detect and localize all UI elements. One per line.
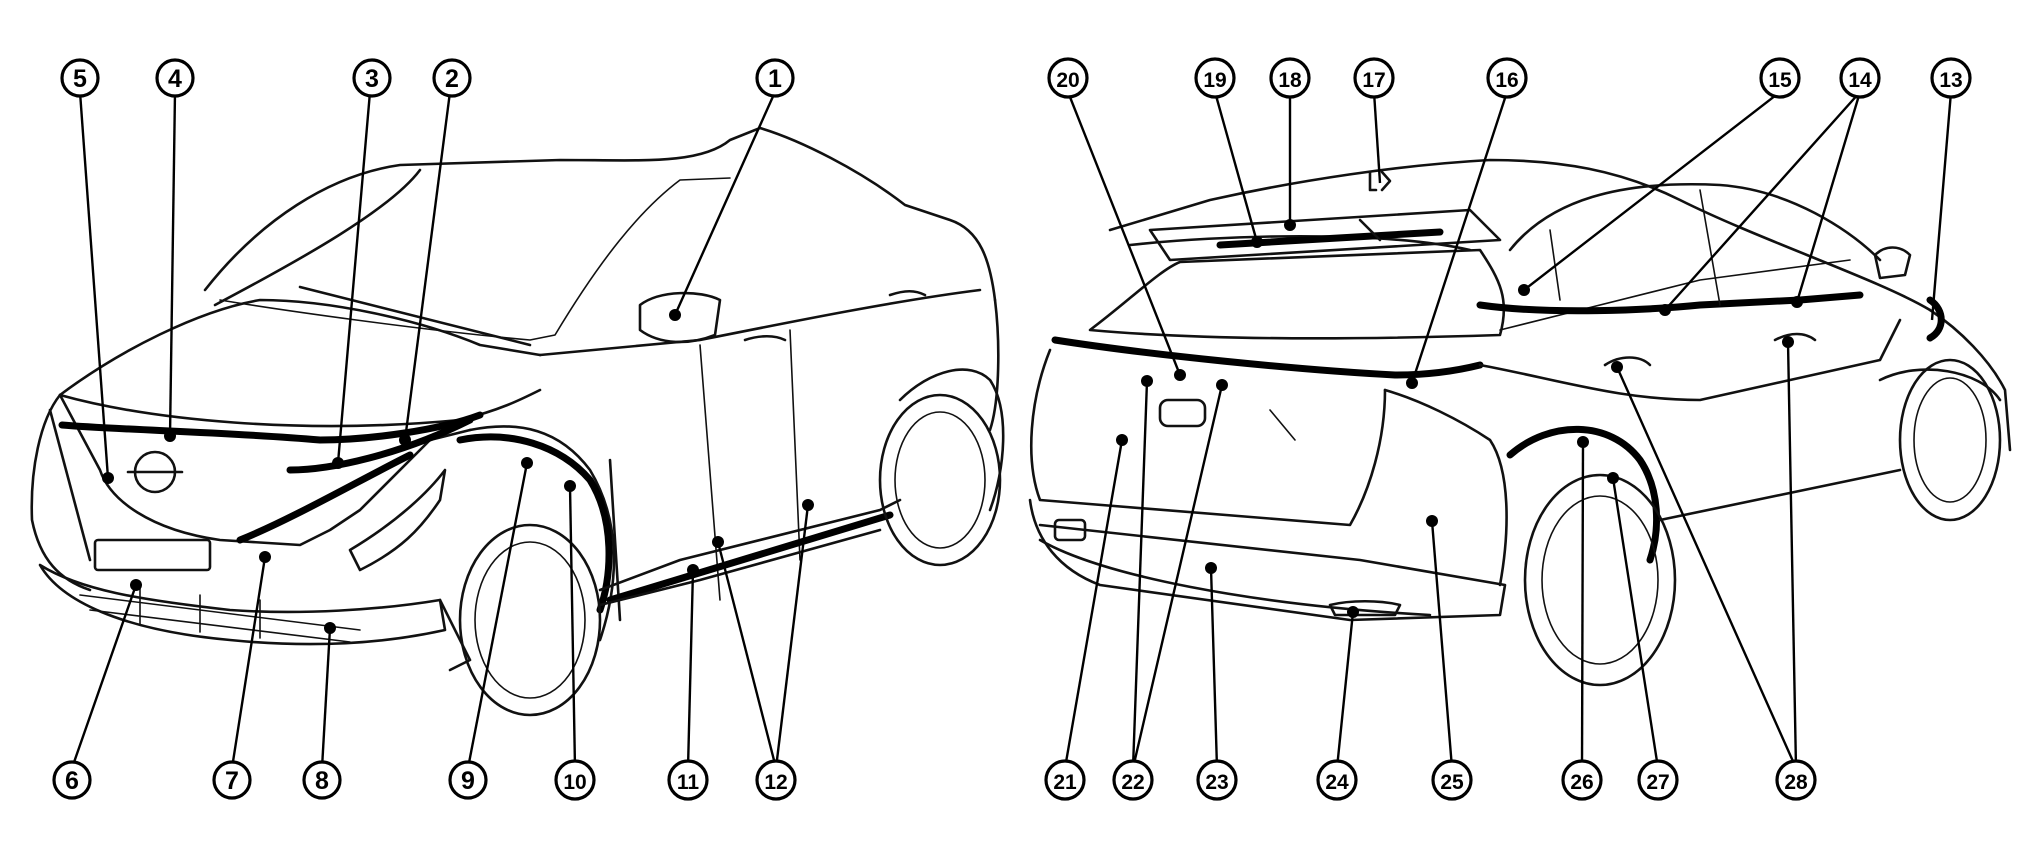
front-three-quarter-car-drawing: [30, 126, 1005, 717]
callout-11: 11: [667, 759, 709, 801]
leader-lines: [70, 91, 1953, 769]
callout-26: 26: [1561, 759, 1603, 801]
callout-28: 28: [1775, 759, 1817, 801]
callout-21: 21: [1044, 759, 1086, 801]
svg-text:23: 23: [1205, 771, 1228, 794]
svg-text:7: 7: [225, 767, 239, 795]
callout-7: 7: [212, 760, 252, 800]
svg-text:13: 13: [1939, 69, 1962, 92]
svg-text:27: 27: [1646, 771, 1669, 794]
callout-13: 13: [1930, 57, 1972, 99]
callout-3: 3: [352, 58, 392, 98]
callout-14: 14: [1839, 57, 1881, 99]
callout-27: 27: [1637, 759, 1679, 801]
callout-16: 16: [1486, 57, 1528, 99]
svg-text:25: 25: [1440, 771, 1464, 794]
svg-text:10: 10: [563, 771, 586, 794]
svg-text:15: 15: [1768, 69, 1792, 92]
svg-text:3: 3: [365, 65, 379, 93]
svg-text:5: 5: [73, 65, 87, 93]
svg-text:26: 26: [1570, 771, 1593, 794]
callout-20: 20: [1047, 57, 1089, 99]
callout-25: 25: [1431, 759, 1473, 801]
svg-text:21: 21: [1053, 771, 1077, 794]
callout-4: 4: [155, 58, 195, 98]
svg-text:9: 9: [461, 767, 475, 795]
callout-12: 12: [755, 759, 797, 801]
callout-2: 2: [432, 58, 472, 98]
rear-three-quarter-car-drawing: [1028, 158, 2012, 687]
callout-6: 6: [52, 760, 92, 800]
svg-text:22: 22: [1121, 771, 1144, 794]
callout-8: 8: [302, 760, 342, 800]
antenna-icon: [1368, 170, 1392, 192]
callout-22: 22: [1112, 759, 1154, 801]
svg-text:24: 24: [1325, 771, 1349, 794]
callout-24: 24: [1316, 759, 1358, 801]
callout-17: 17: [1353, 57, 1395, 99]
svg-text:20: 20: [1056, 69, 1079, 92]
svg-text:19: 19: [1203, 69, 1226, 92]
svg-text:12: 12: [764, 771, 787, 794]
svg-text:14: 14: [1848, 69, 1872, 92]
callout-9: 9: [448, 760, 488, 800]
svg-text:16: 16: [1495, 69, 1518, 92]
svg-text:17: 17: [1362, 69, 1385, 92]
svg-text:1: 1: [768, 65, 782, 93]
callout-18: 18: [1269, 57, 1311, 99]
svg-text:6: 6: [65, 767, 79, 795]
svg-text:11: 11: [677, 771, 700, 794]
svg-text:4: 4: [168, 65, 182, 93]
callout-15: 15: [1759, 57, 1801, 99]
callout-1: 1: [755, 58, 795, 98]
callout-10: 10: [554, 759, 596, 801]
callout-19: 19: [1194, 57, 1236, 99]
callout-5: 5: [60, 58, 100, 98]
svg-text:2: 2: [445, 65, 459, 93]
svg-text:18: 18: [1278, 69, 1302, 92]
svg-text:28: 28: [1784, 771, 1808, 794]
svg-text:8: 8: [315, 767, 329, 795]
callout-23: 23: [1196, 759, 1238, 801]
